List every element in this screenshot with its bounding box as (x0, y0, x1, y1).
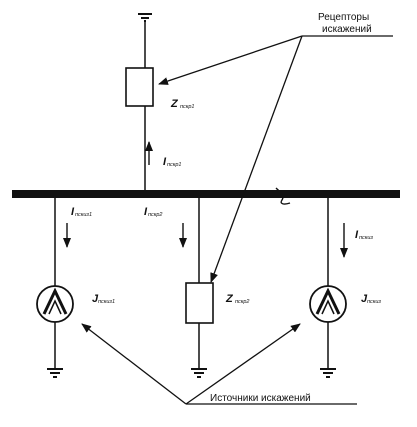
j-src1-main: J (92, 293, 99, 305)
main-busbar (12, 190, 400, 198)
z-load2-main: Z (225, 293, 234, 305)
current-source-2-icon (309, 285, 347, 323)
z-load1-sub: пскр1 (180, 104, 195, 110)
j-src2-sub: пскиз (367, 299, 381, 305)
bus-break-icon (275, 187, 291, 205)
source-leader-left (81, 323, 187, 405)
source-leader-right (185, 323, 301, 405)
receptors-label-line1: Рецепторы (318, 12, 369, 23)
i-load1-sub: пскр1 (167, 162, 182, 168)
impedance-z2-box (185, 282, 214, 324)
sources-label: Источники искажений (210, 393, 311, 404)
impedance-z1-box (125, 67, 154, 107)
i-src1-sub: пскиз1 (75, 212, 92, 218)
i-src2-sub: пскиз (359, 235, 373, 241)
z-load2-sub: пскр2 (235, 299, 250, 305)
ground-icon-left (47, 368, 63, 378)
j-src1-sub: пскиз1 (98, 299, 115, 305)
ground-icon-right (320, 368, 336, 378)
i-load2-sub: пскр2 (148, 212, 163, 218)
receptor-leader-z1 (158, 35, 303, 85)
i-load1-main: I (163, 156, 167, 168)
ground-icon-middle (191, 368, 207, 378)
j-src2-main: J (361, 293, 368, 305)
current-source-1-icon (36, 285, 74, 323)
receptors-label-line2: искажений (322, 24, 372, 35)
i-load2-main: I (144, 206, 148, 218)
receptor-leader-z2 (210, 35, 303, 283)
z-load1-main: Z (170, 98, 179, 110)
i-src2-main: I (355, 229, 359, 241)
i-src1-main: I (71, 206, 75, 218)
ground-icon-top (138, 13, 152, 22)
